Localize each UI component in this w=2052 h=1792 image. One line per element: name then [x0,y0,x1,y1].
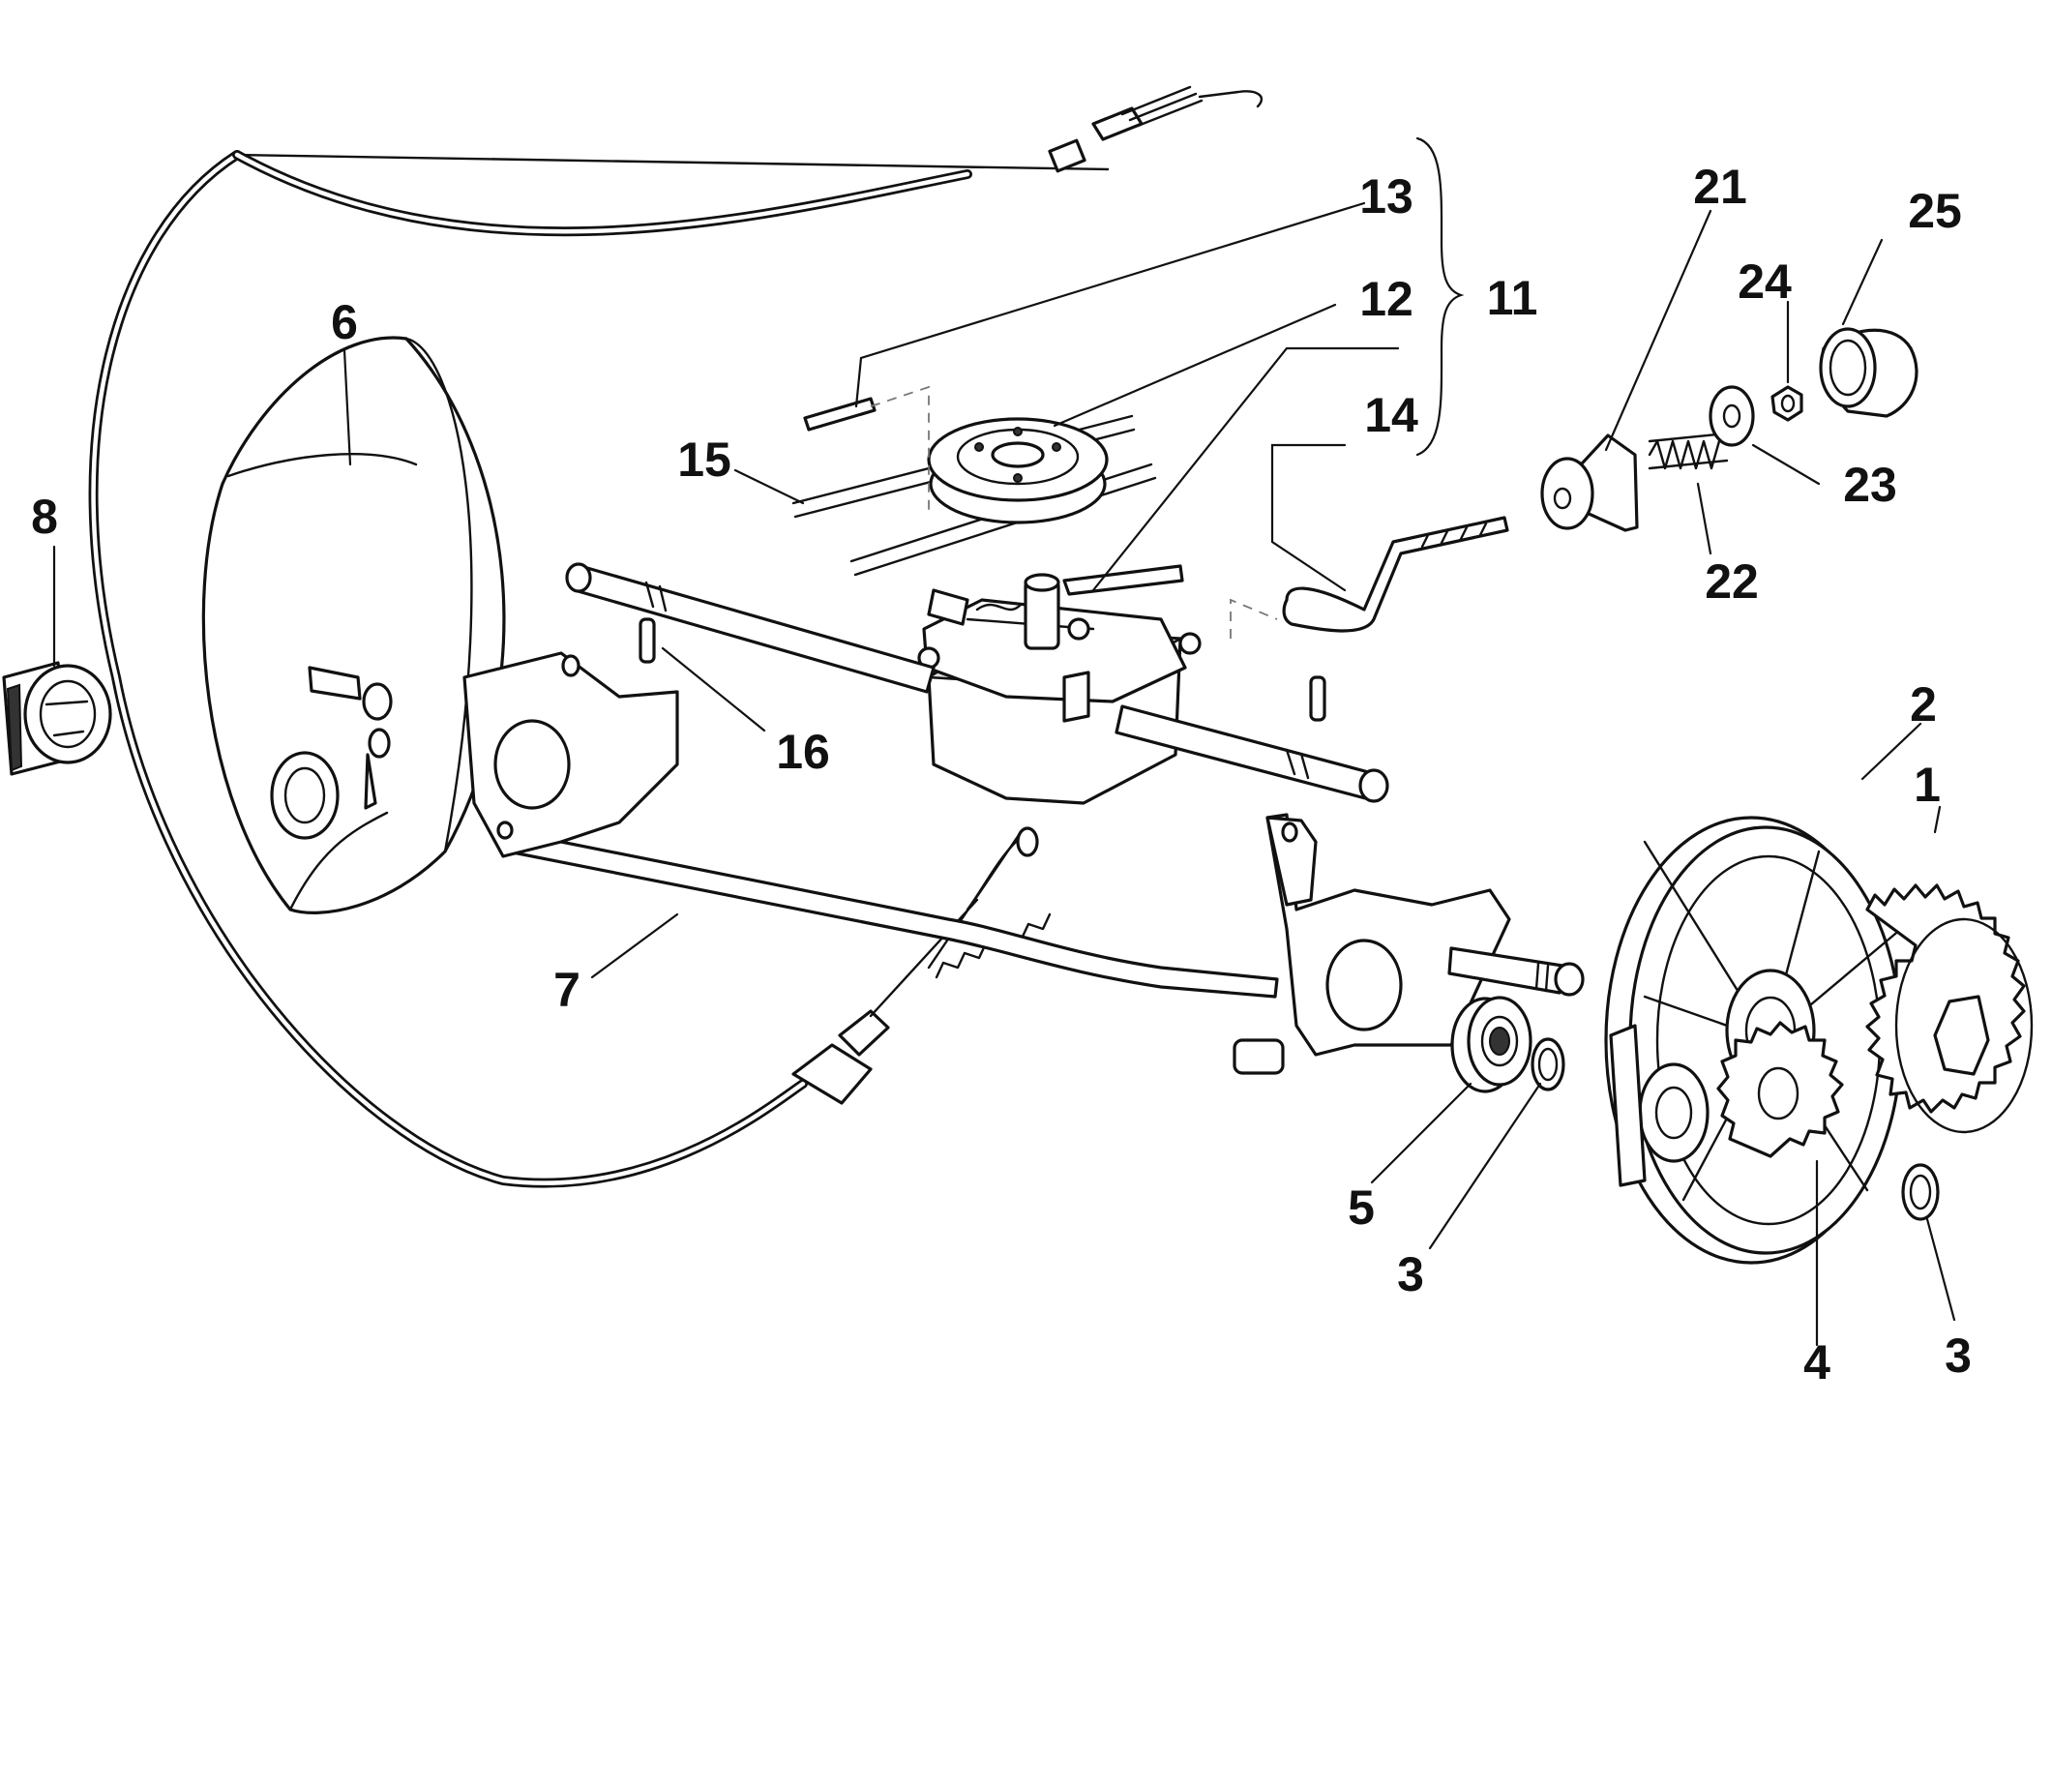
dust-cap [1819,327,1918,418]
compression-spring [1648,432,1729,470]
circlip [1531,1037,1565,1091]
callout-23: 23 [1843,458,1897,512]
washer [1709,385,1755,447]
callout-6: 6 [331,295,358,349]
cable-holder [1540,433,1639,532]
group-bracket [1415,136,1465,457]
drive-gear [1865,883,2034,1134]
callout-5: 5 [1348,1180,1375,1235]
drive-cable [88,85,1264,1188]
stub-shaft [1447,946,1585,997]
guide-line [1230,598,1278,639]
callout-22: 22 [1705,554,1759,609]
callout-15: 15 [677,433,731,487]
bearing [1450,996,1532,1093]
callout-16: 16 [776,725,830,779]
key-pin [803,397,877,432]
callout-21: 21 [1693,160,1747,214]
gearbox [917,564,1202,805]
callout-14: 14 [1364,388,1418,442]
callout-2: 2 [1910,677,1937,732]
roll-pin [639,617,1326,722]
callout-7: 7 [553,963,580,1017]
callout-25: 25 [1908,184,1962,238]
callout-12: 12 [1359,272,1413,326]
pinion-gear [1716,1021,1844,1158]
guide-line [870,385,930,513]
callout-3a: 3 [1397,1247,1424,1301]
callout-1: 1 [1914,758,1941,812]
bracket-right [1233,813,1511,1075]
bracket-left [462,651,679,858]
wheel-cover-left [201,336,506,914]
lever-rod [1282,516,1509,633]
pulley-assembly [791,414,1157,577]
nut [1770,385,1803,422]
callout-24: 24 [1738,254,1792,309]
circlip-right [1901,1163,1940,1221]
callout-4: 4 [1803,1335,1830,1389]
callout-11: 11 [1487,271,1538,325]
callout-3b: 3 [1945,1329,1972,1383]
axle-rod [506,830,1279,999]
callout-labels: 1 2 3 3 4 5 6 7 8 11 12 13 14 15 16 21 2… [31,160,1972,1389]
bushing-left [2,661,112,776]
callout-8: 8 [31,490,58,544]
callout-13: 13 [1359,169,1413,224]
leader-lines [52,201,1956,1347]
drive-shaft [565,562,1389,803]
